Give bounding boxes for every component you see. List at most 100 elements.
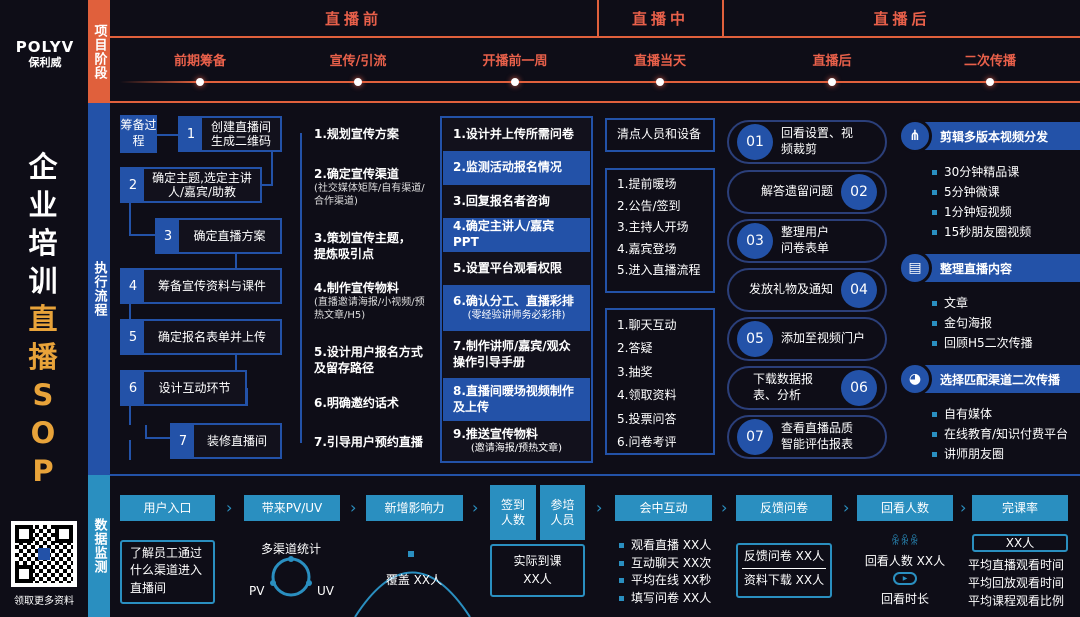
- chevron-right-icon: ›: [843, 498, 850, 517]
- divider: [722, 0, 724, 37]
- qr-code[interactable]: [11, 521, 77, 587]
- title-char: S: [32, 378, 54, 412]
- interact-item: 平均在线 XX秒: [619, 572, 711, 590]
- step-number: 7: [178, 433, 188, 449]
- timeline-dot: [828, 78, 836, 86]
- chevron-right-icon: ›: [596, 498, 603, 517]
- metric-header: 回看人数: [857, 495, 953, 521]
- week-item: 9.推送宣传物料(邀请海报/预热文章): [443, 421, 590, 461]
- promo-item: 6.明确邀约话术: [314, 395, 434, 411]
- complete-count: XX人: [972, 534, 1068, 552]
- week-text: 3.回复报名者咨询: [453, 193, 550, 208]
- spread-title: 整理直播内容: [940, 261, 1013, 276]
- spread-item: 文章: [932, 294, 968, 311]
- spread-item: 在线教育/知识付费平台: [932, 425, 1068, 442]
- day-flow-item: 4.嘉宾登场: [617, 241, 677, 256]
- replay-duration: 回看时长: [880, 592, 929, 606]
- spread-header: ▤ 整理直播内容: [898, 251, 1080, 285]
- complete-list: 平均直播观看时间 平均回放观看时间 平均课程观看比例: [968, 556, 1064, 610]
- divider: [110, 101, 1080, 103]
- complete-item: 平均回放观看时间: [968, 576, 1065, 590]
- metric-header: 反馈问卷: [736, 495, 832, 521]
- timeline-dot: [511, 78, 519, 86]
- day-check-text: 清点人员和设备: [617, 127, 702, 142]
- step-label: 筹备宣传资料与课件: [144, 270, 280, 302]
- week-item: 7.制作讲师/嘉宾/观众操作引导手册: [443, 331, 590, 378]
- complete-item: 平均直播观看时间: [968, 558, 1065, 572]
- polyv-logo: POLYV 保利威: [12, 38, 78, 70]
- impact-body: 覆盖 XX人: [385, 573, 443, 587]
- band-exec: 执行流程: [88, 103, 110, 475]
- chevron-right-icon: ›: [472, 498, 479, 517]
- prep-step: 7 装修直播间: [170, 423, 282, 459]
- spread-title: 选择匹配渠道二次传播: [940, 372, 1061, 387]
- day-interact-item: 6.问卷考评: [617, 434, 677, 449]
- week-text: 5.设置平台观看权限: [453, 260, 562, 275]
- after-text: 发放礼物及通知: [748, 282, 833, 297]
- prep-label: 筹备过程: [120, 115, 157, 153]
- step-label: 装修直播间: [194, 425, 280, 457]
- step-label: 设计互动环节: [144, 372, 245, 404]
- step-label: 确定直播方案: [179, 220, 280, 252]
- day-interact-item: 4.领取资料: [617, 388, 677, 403]
- promo-text: 6.明确邀约话术: [314, 396, 399, 410]
- promo-text: 5.设计用户报名方式及留存路径: [314, 345, 423, 376]
- day-flow-item: 3.主持人开场: [617, 220, 689, 235]
- replay-count: 回看人数 XX人: [864, 554, 946, 568]
- after-text: 回看设置、视频裁剪: [781, 126, 854, 156]
- pie-chart-icon: ◕: [898, 362, 932, 396]
- week-item: 6.确认分工、直播彩排(零经验讲师务必彩排): [443, 285, 590, 331]
- title-char: 培: [28, 226, 58, 260]
- spread-title: 剪辑多版本视频分发: [940, 129, 1049, 144]
- signin-body: 实际到课XX人: [490, 544, 585, 597]
- after-text: 解答遗留问题: [760, 184, 833, 199]
- band-stage: 项目阶段: [88, 0, 110, 103]
- after-text: 下载数据报表、分析: [753, 372, 814, 402]
- after-item: 01 回看设置、视频裁剪: [727, 120, 887, 164]
- impact-arc: [354, 551, 471, 617]
- spread-header: ⋔剪辑多版本视频分发: [898, 119, 1080, 153]
- step-number: 4: [128, 278, 138, 294]
- day-interact-item: 1.聊天互动: [617, 318, 677, 332]
- promo-sub: (社交媒体矩阵/自有渠道/合作渠道): [314, 183, 425, 208]
- week-item: 5.设置平台观看权限: [443, 252, 590, 285]
- spread-item: 回顾H5二次传播: [932, 334, 1033, 351]
- timeline-dot: [354, 78, 362, 86]
- week-text: 2.监测活动报名情况: [453, 160, 562, 175]
- archive-box-icon: ▤: [898, 251, 932, 285]
- chevron-right-icon: ›: [721, 498, 728, 517]
- week-frame: [440, 116, 593, 463]
- step-number: 5: [128, 329, 138, 345]
- title-char: P: [32, 454, 54, 488]
- week-text: 8.直播间暖场视频制作及上传: [453, 383, 574, 414]
- day-flow-item: 5.进入直播流程: [617, 263, 701, 278]
- phase-label: 直播后: [812, 54, 852, 69]
- logo-cn: 保利威: [28, 56, 62, 69]
- metric-header: 用户入口: [120, 495, 215, 521]
- band-data: 数据监测: [88, 475, 110, 617]
- timeline-dot: [656, 78, 664, 86]
- week-item: 4.确定主讲人/嘉宾PPT: [443, 218, 590, 252]
- timeline-dot: [196, 78, 204, 86]
- spread-item: 30分钟精品课: [932, 163, 1019, 180]
- page-title: 企 业 培 训 直 播 S O P: [26, 148, 60, 490]
- users-icon: ꆜꆜꆜ: [890, 534, 920, 548]
- metric-header: 参培人员: [540, 485, 585, 540]
- step-number: 2: [128, 177, 138, 193]
- timeline-dot: [986, 78, 994, 86]
- header-during: 直播中: [631, 10, 689, 28]
- promo-item: 2.确定宣传渠道(社交媒体矩阵/自有渠道/合作渠道): [314, 166, 434, 208]
- chevron-right-icon: ›: [960, 498, 967, 517]
- week-text: 9.推送宣传物料: [453, 426, 538, 441]
- complete-item: 平均课程观看比例: [968, 594, 1065, 608]
- after-number: 01: [737, 124, 773, 160]
- week-item: 3.回复报名者咨询: [443, 185, 590, 218]
- day-flow-item: 1.提前暖场: [617, 177, 677, 191]
- step-number: 1: [186, 126, 196, 142]
- prep-step: 3 确定直播方案: [155, 218, 282, 254]
- step-number: 3: [163, 228, 173, 244]
